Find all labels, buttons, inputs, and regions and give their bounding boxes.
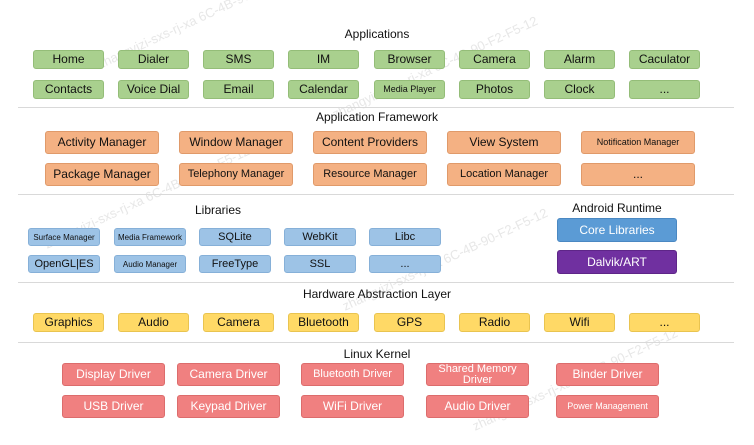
framework-box-notification-manager: Notification Manager	[581, 131, 695, 154]
hal-box-camera: Camera	[203, 313, 274, 332]
kernel-box-keypad-driver: Keypad Driver	[177, 395, 280, 418]
app-box-photos: Photos	[459, 80, 530, 99]
layer-divider	[18, 194, 734, 195]
runtime-box-core-libraries: Core Libraries	[557, 218, 677, 242]
framework-box-more: ...	[581, 163, 695, 186]
framework-layer-title: Application Framework	[315, 110, 439, 124]
app-box-contacts: Contacts	[33, 80, 104, 99]
app-box-caculator: Caculator	[629, 50, 700, 69]
library-box-more: ...	[369, 255, 441, 273]
kernel-box-audio-driver: Audio Driver	[426, 395, 529, 418]
layer-divider	[18, 282, 734, 283]
hal-box-gps: GPS	[374, 313, 445, 332]
app-box-home: Home	[33, 50, 104, 69]
framework-box-resource-manager: Resource Manager	[313, 163, 427, 186]
layer-divider	[18, 107, 734, 108]
app-box-alarm: Alarm	[544, 50, 615, 69]
app-box-more: ...	[629, 80, 700, 99]
library-box-freetype: FreeType	[199, 255, 271, 273]
applications-layer-title: Applications	[344, 27, 410, 41]
hal-layer-title: Hardware Abstraction Layer	[302, 287, 452, 301]
app-box-dialer: Dialer	[118, 50, 189, 69]
hal-box-wifi: Wifi	[544, 313, 615, 332]
app-box-camera: Camera	[459, 50, 530, 69]
kernel-box-display-driver: Display Driver	[62, 363, 165, 386]
framework-box-location-manager: Location Manager	[447, 163, 561, 186]
kernel-box-camera-driver: Camera Driver	[177, 363, 280, 386]
library-box-surface-manager: Surface Manager	[28, 228, 100, 246]
kernel-box-wifi-driver: WiFi Driver	[301, 395, 404, 418]
libraries-layer-title: Libraries	[194, 203, 242, 217]
app-box-clock: Clock	[544, 80, 615, 99]
framework-box-content-providers: Content Providers	[313, 131, 427, 154]
library-box-ssl: SSL	[284, 255, 356, 273]
app-box-voice-dial: Voice Dial	[118, 80, 189, 99]
app-box-sms: SMS	[203, 50, 274, 69]
hal-box-bluetooth: Bluetooth	[288, 313, 359, 332]
library-box-webkit: WebKit	[284, 228, 356, 246]
framework-box-window-manager: Window Manager	[179, 131, 293, 154]
kernel-layer-title: Linux Kernel	[343, 347, 411, 361]
hal-box-radio: Radio	[459, 313, 530, 332]
hal-box-more: ...	[629, 313, 700, 332]
hal-box-audio: Audio	[118, 313, 189, 332]
layer-divider	[18, 342, 734, 343]
app-box-media-player: Media Player	[374, 80, 445, 99]
framework-box-view-system: View System	[447, 131, 561, 154]
library-box-libc: Libc	[369, 228, 441, 246]
framework-box-activity-manager: Activity Manager	[45, 131, 159, 154]
app-box-browser: Browser	[374, 50, 445, 69]
library-box-opengl-es: OpenGL|ES	[28, 255, 100, 273]
kernel-box-bluetooth-driver: Bluetooth Driver	[301, 363, 404, 386]
kernel-box-shared-memory-driver: Shared Memory Driver	[426, 363, 529, 386]
app-box-email: Email	[203, 80, 274, 99]
kernel-box-power-management: Power Management	[556, 395, 659, 418]
kernel-box-usb-driver: USB Driver	[62, 395, 165, 418]
kernel-box-binder-driver: Binder Driver	[556, 363, 659, 386]
app-box-calendar: Calendar	[288, 80, 359, 99]
app-box-im: IM	[288, 50, 359, 69]
framework-box-package-manager: Package Manager	[45, 163, 159, 186]
runtime-box-dalvik-art: Dalvik/ART	[557, 250, 677, 274]
hal-box-graphics: Graphics	[33, 313, 104, 332]
library-box-sqlite: SQLite	[199, 228, 271, 246]
framework-box-telephony-manager: Telephony Manager	[179, 163, 293, 186]
library-box-audio-manager: Audio Manager	[114, 255, 186, 273]
library-box-media-framework: Media Framework	[114, 228, 186, 246]
runtime-layer-title: Android Runtime	[572, 201, 662, 215]
